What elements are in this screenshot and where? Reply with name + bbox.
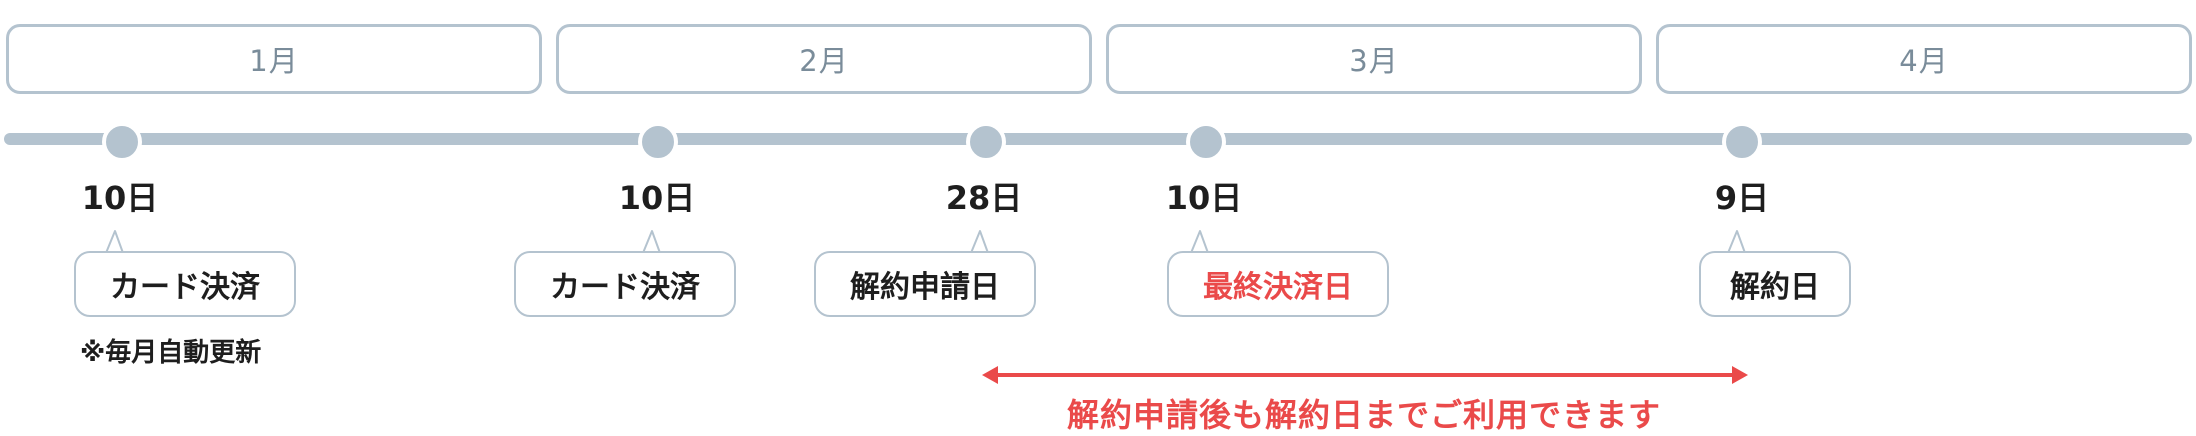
timeline-marker-3 [966,122,1006,162]
timeline-track [4,133,2192,145]
month-label: 3月 [1349,44,1399,78]
timeline-marker-5 [1722,122,1762,162]
event-date-4: 10日 [1165,179,1243,217]
callout-pointer [970,230,989,254]
event-date-1: 10日 [81,179,159,217]
event-date-3: 28日 [945,179,1023,217]
timeline-marker-4 [1186,122,1226,162]
event-callout-final-payment: 最終決済日 [1167,251,1389,317]
usage-period-label: 解約申請後も解約日までご利用できます [1066,396,1661,434]
timeline-marker-2 [638,122,678,162]
event-callout-cancel-date: 解約日 [1699,251,1851,317]
event-callout-card-payment-1: カード決済 [74,251,296,317]
event-label: 最終決済日 [1203,270,1353,305]
callout-pointer [642,230,661,254]
auto-renewal-note: ※毎月自動更新 [80,338,262,368]
month-label: 1月 [249,44,299,78]
callout-pointer [105,230,124,254]
month-header-mar: 3月 [1106,24,1642,94]
event-label: 解約申請日 [850,270,1000,305]
event-label: カード決済 [550,270,700,305]
event-date-5: 9日 [1714,179,1770,217]
event-date-2: 10日 [618,179,696,217]
event-label: カード決済 [110,270,260,305]
callout-pointer [1727,230,1746,254]
month-header-apr: 4月 [1656,24,2192,94]
timeline-marker-1 [102,122,142,162]
event-callout-cancel-request: 解約申請日 [814,251,1036,317]
month-label: 2月 [799,44,849,78]
event-callout-card-payment-2: カード決済 [514,251,736,317]
callout-pointer [1190,230,1209,254]
event-label: 解約日 [1730,270,1820,305]
usage-period-arrow [982,366,1748,384]
month-header-jan: 1月 [6,24,542,94]
month-header-feb: 2月 [556,24,1092,94]
month-label: 4月 [1899,44,1949,78]
